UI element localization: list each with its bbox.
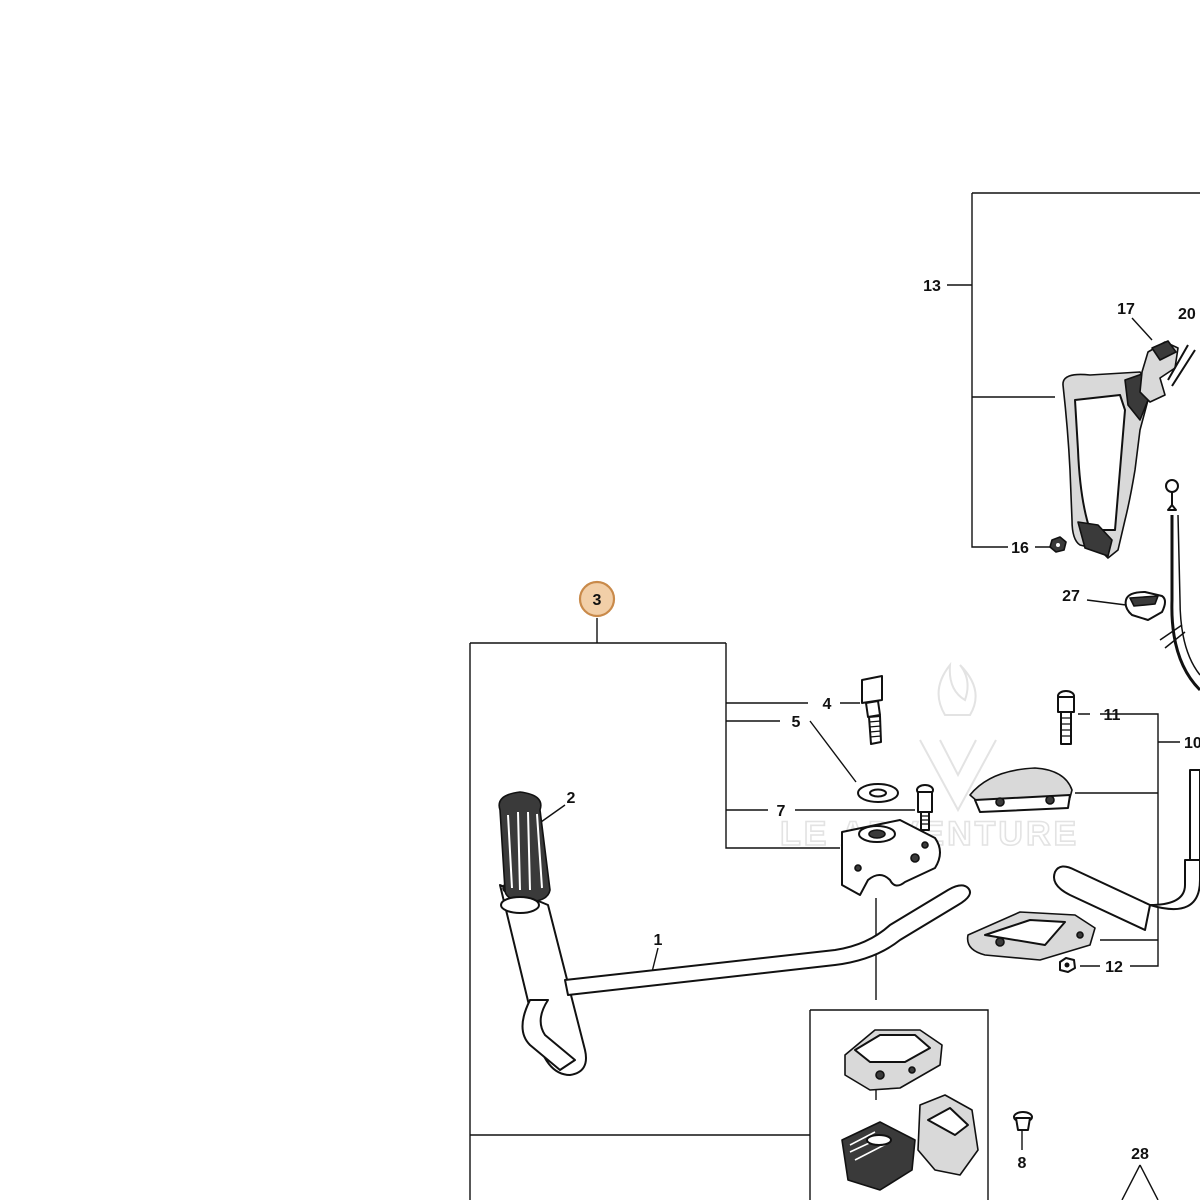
callout-20[interactable]: 20: [1178, 306, 1196, 323]
callout-16[interactable]: 16: [1011, 540, 1029, 557]
nut-part: [1059, 957, 1076, 973]
spring-part: [1167, 344, 1196, 387]
callout-2[interactable]: 2: [567, 790, 576, 807]
watermark-logo: [919, 661, 997, 813]
clamp-upper-part: [841, 819, 941, 896]
callout-27[interactable]: 27: [1062, 588, 1080, 605]
throttle-cable-part: [1159, 479, 1200, 692]
callout-28[interactable]: 28: [1131, 1146, 1149, 1163]
right-clamp-part: [966, 767, 1200, 961]
callout-13[interactable]: 13: [923, 278, 941, 295]
control-handle-part: [1062, 371, 1151, 559]
selected-callout-marker[interactable]: [578, 580, 616, 618]
grip-part: [498, 791, 551, 914]
cable-clip-part: [1124, 591, 1166, 621]
bolt-part: [861, 675, 883, 745]
callout-4[interactable]: 4: [823, 696, 832, 713]
trigger-part: [1139, 340, 1179, 403]
callout-5[interactable]: 5: [792, 714, 801, 731]
callout-17[interactable]: 17: [1117, 301, 1135, 318]
callout-10[interactable]: 10: [1184, 735, 1200, 752]
callout-7[interactable]: 7: [777, 803, 786, 820]
callout-3[interactable]: 3: [593, 592, 602, 609]
callout-12[interactable]: 12: [1105, 959, 1123, 976]
screw-part: [916, 784, 934, 831]
callout-labels: 3 1 2 4 5 7 8 10 11 12 13 16 17 20 27 28: [567, 278, 1200, 1172]
clamp-lower-part: [841, 1029, 979, 1191]
washer-part: [857, 783, 899, 803]
screw-8-part: [1013, 1111, 1033, 1131]
nut-16-part: [1049, 536, 1067, 553]
callout-11[interactable]: 11: [1104, 707, 1121, 724]
callout-8[interactable]: 8: [1018, 1155, 1027, 1172]
callout-1[interactable]: 1: [654, 932, 663, 949]
screw-11-part: [1057, 690, 1075, 745]
